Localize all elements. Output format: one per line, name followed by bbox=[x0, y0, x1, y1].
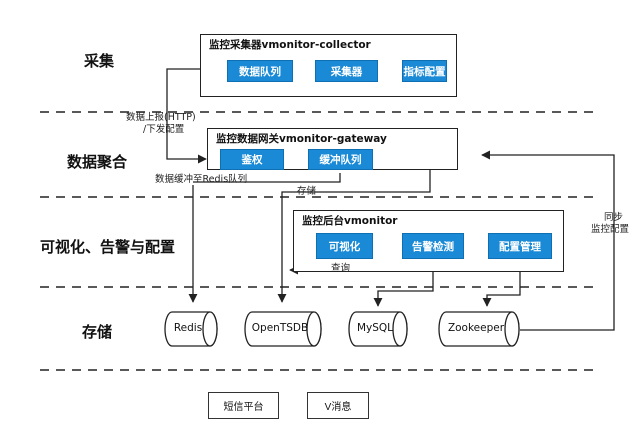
storage-opentsdb-label: OpenTSDB bbox=[251, 322, 309, 334]
backend-title: 监控后台vmonitor bbox=[302, 215, 398, 227]
note-report-line1: 数据上报(HTTP) bbox=[126, 112, 196, 123]
arrow-store-opentsdb bbox=[277, 170, 431, 303]
channel-sms-box[interactable]: 短信平台 bbox=[208, 392, 279, 419]
backend-visual-box[interactable]: 可视化 bbox=[316, 233, 373, 259]
storage-zookeeper-label: Zookeeper bbox=[447, 322, 505, 334]
arrow-sync bbox=[481, 150, 615, 331]
layer-label-aggregate: 数据聚合 bbox=[67, 154, 128, 171]
gateway-buffer-queue-box[interactable]: 缓冲队列 bbox=[308, 149, 373, 170]
mysql-cylinder bbox=[348, 311, 408, 347]
storage-cylinders bbox=[164, 311, 520, 347]
note-sync-line2: 监控配置 bbox=[591, 224, 630, 235]
storage-mysql-label: MySQL bbox=[356, 322, 394, 334]
arrow-alert-mysql bbox=[373, 262, 434, 307]
note-buffer-to-redis: 数据缓冲至Redis队列 bbox=[155, 174, 248, 185]
gateway-auth-box[interactable]: 鉴权 bbox=[220, 149, 284, 170]
backend-alert-box[interactable]: 告警检测 bbox=[402, 233, 464, 259]
redis-cylinder bbox=[164, 311, 218, 347]
arrow-report bbox=[166, 68, 207, 164]
note-query: 查询 bbox=[331, 263, 351, 274]
zookeeper-cylinder bbox=[438, 311, 520, 347]
layer-separators bbox=[40, 111, 600, 371]
arrow-config-zk bbox=[482, 262, 521, 307]
layer-label-visualize: 可视化、告警与配置 bbox=[40, 239, 176, 256]
layer-label-collect: 采集 bbox=[84, 53, 115, 70]
gateway-title: 监控数据网关vmonitor-gateway bbox=[216, 133, 387, 145]
collector-metric-config-box[interactable]: 指标配置 bbox=[402, 60, 447, 82]
collector-gatherer-box[interactable]: 采集器 bbox=[315, 60, 378, 82]
collector-queue-box[interactable]: 数据队列 bbox=[227, 60, 293, 82]
collector-title: 监控采集器vmonitor-collector bbox=[209, 39, 371, 51]
opentsdb-cylinder bbox=[244, 311, 322, 347]
note-report-line2: /下发配置 bbox=[143, 124, 185, 135]
line-buffer-redis bbox=[193, 173, 341, 183]
layer-label-storage: 存储 bbox=[82, 324, 113, 341]
backend-config-box[interactable]: 配置管理 bbox=[488, 233, 552, 259]
channel-vmsg-box[interactable]: V消息 bbox=[307, 392, 369, 419]
note-store: 存储 bbox=[297, 186, 317, 197]
note-sync-line1: 同步 bbox=[604, 212, 624, 223]
storage-redis-label: Redis bbox=[173, 322, 203, 334]
